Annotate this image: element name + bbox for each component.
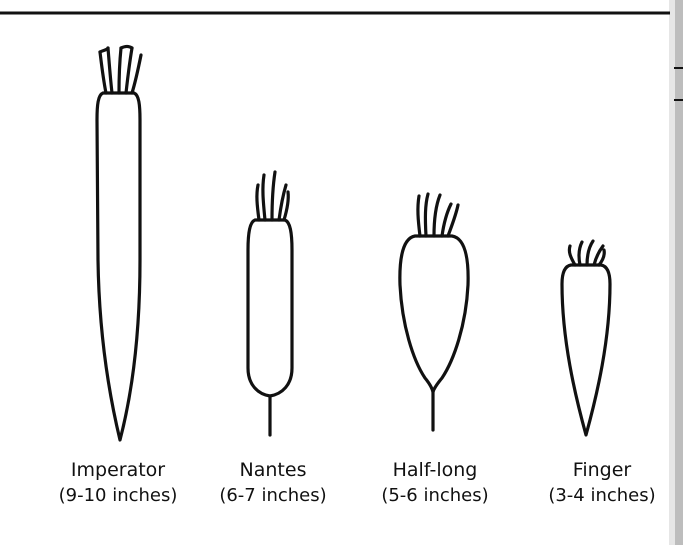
- half-long-carrot-drawing: [400, 194, 468, 430]
- half-long-size: (5-6 inches): [381, 483, 488, 509]
- imperator-name: Imperator: [59, 457, 178, 483]
- nantes-label: Nantes (6-7 inches): [219, 457, 326, 509]
- finger-label: Finger (3-4 inches): [548, 457, 655, 509]
- nantes-name: Nantes: [219, 457, 326, 483]
- nantes-size: (6-7 inches): [219, 483, 326, 509]
- finger-name: Finger: [548, 457, 655, 483]
- imperator-size: (9-10 inches): [59, 483, 178, 509]
- half-long-label: Half-long (5-6 inches): [381, 457, 488, 509]
- finger-size: (3-4 inches): [548, 483, 655, 509]
- half-long-name: Half-long: [381, 457, 488, 483]
- imperator-carrot-drawing: [97, 47, 141, 441]
- imperator-label: Imperator (9-10 inches): [59, 457, 178, 509]
- finger-carrot-drawing: [562, 241, 610, 435]
- nantes-carrot-drawing: [248, 172, 292, 435]
